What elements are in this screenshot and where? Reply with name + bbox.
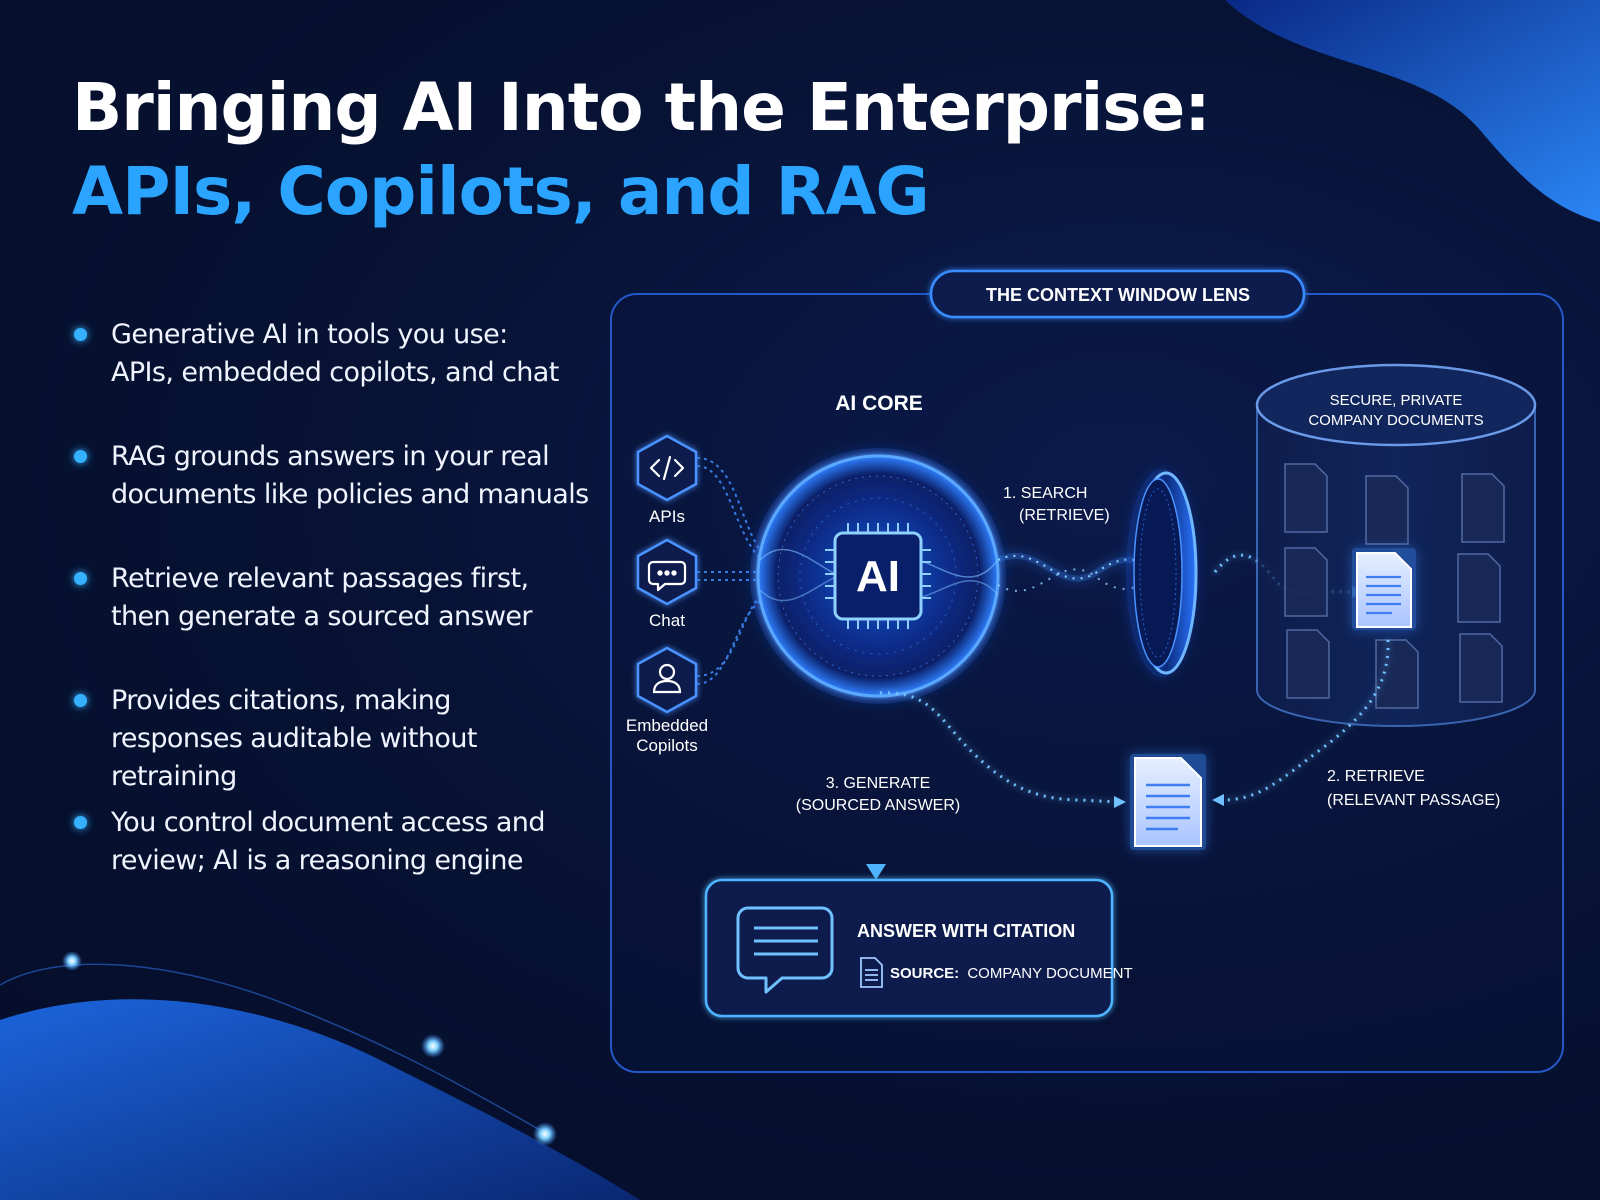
bullet-line: RAG grounds answers in your real <box>111 441 550 472</box>
company-documents-database: SECURE, PRIVATE COMPANY DOCUMENTS <box>1255 363 1537 727</box>
bullet-line: then generate a sourced answer <box>111 601 533 632</box>
bullet-line: You control document access and <box>111 807 545 838</box>
bullet-dot-icon <box>74 572 87 585</box>
input-apis: APIs <box>636 434 698 526</box>
step-1-label: 1. SEARCH <box>1003 485 1087 502</box>
corner-wave-bottom-left <box>0 999 640 1200</box>
step-3-label: 3. GENERATE <box>826 775 931 792</box>
bullet-item: You control document access and review; … <box>72 804 592 926</box>
input-label-copilots: Embedded <box>626 716 708 735</box>
input-label-apis: APIs <box>649 507 685 526</box>
step-2-label: 2. RETRIEVE <box>1327 768 1425 785</box>
bullet-line: APIs, embedded copilots, and chat <box>111 357 559 388</box>
spark <box>421 1034 445 1058</box>
page-title: Bringing AI Into the Enterprise: APIs, C… <box>72 66 1211 234</box>
message-icon <box>736 906 834 994</box>
bullet-line: Provides citations, making <box>111 685 451 716</box>
bullet-item: Provides citations, making responses aud… <box>72 682 592 804</box>
relevant-document-icon <box>1352 548 1416 630</box>
bullet-dot-icon <box>74 816 87 829</box>
bullet-dot-icon <box>74 694 87 707</box>
code-icon <box>649 455 685 481</box>
spark <box>62 951 82 971</box>
bullet-item: Retrieve relevant passages first, then g… <box>72 560 592 682</box>
ai-chip-text: AI <box>856 552 900 601</box>
chat-bubble-icon <box>647 560 687 592</box>
answer-source-prefix: SOURCE: <box>890 965 959 982</box>
bullet-list: Generative AI in tools you use: APIs, em… <box>72 316 592 926</box>
context-path <box>879 691 1126 808</box>
input-label-chat: Chat <box>649 611 685 630</box>
bullet-item: Generative AI in tools you use: APIs, em… <box>72 316 592 438</box>
answer-source-text: COMPANY DOCUMENT <box>967 965 1132 982</box>
generate-arrow <box>866 698 886 880</box>
ai-core: AI <box>750 448 1006 704</box>
title-line-1: Bringing AI Into the Enterprise: <box>72 69 1211 146</box>
panel-title-pill <box>929 269 1306 319</box>
step-3-label: (SOURCED ANSWER) <box>796 797 960 814</box>
step-1-label: (RETRIEVE) <box>1019 507 1110 524</box>
corner-wave-top-right <box>1225 0 1600 222</box>
context-lens <box>1126 469 1198 677</box>
ai-chip-icon: AI <box>825 523 931 629</box>
step-2-label: (RELEVANT PASSAGE) <box>1327 792 1500 809</box>
retrieve-path <box>1212 639 1390 806</box>
database-label: SECURE, PRIVATE <box>1330 392 1463 409</box>
panel-title: THE CONTEXT WINDOW LENS <box>986 285 1250 305</box>
spark <box>533 1122 557 1146</box>
bullet-dot-icon <box>74 450 87 463</box>
passage-document-icon <box>1130 754 1206 850</box>
bullet-line: Retrieve relevant passages first, <box>111 563 529 594</box>
input-label-copilots: Copilots <box>636 736 697 755</box>
bullet-dot-icon <box>74 328 87 341</box>
core-label: AI CORE <box>835 392 923 415</box>
input-chat: Chat <box>636 538 698 630</box>
answer-card: ANSWER WITH CITATION SOURCE: COMPANY DOC… <box>704 878 1133 1018</box>
bullet-line: documents like policies and manuals <box>111 479 589 510</box>
small-document-icon <box>860 957 883 988</box>
answer-source: SOURCE: COMPANY DOCUMENT <box>890 965 1133 982</box>
database-label: COMPANY DOCUMENTS <box>1308 412 1483 429</box>
bullet-line: Generative AI in tools you use: <box>111 319 508 350</box>
bullet-item: RAG grounds answers in your real documen… <box>72 438 592 560</box>
bullet-line: responses auditable without retraining <box>111 723 477 792</box>
bullet-line: review; AI is a reasoning engine <box>111 845 523 876</box>
answer-title: ANSWER WITH CITATION <box>857 921 1075 941</box>
user-icon <box>652 663 682 694</box>
title-line-2: APIs, Copilots, and RAG <box>72 153 930 230</box>
input-copilots: Embedded Copilots <box>626 646 708 755</box>
